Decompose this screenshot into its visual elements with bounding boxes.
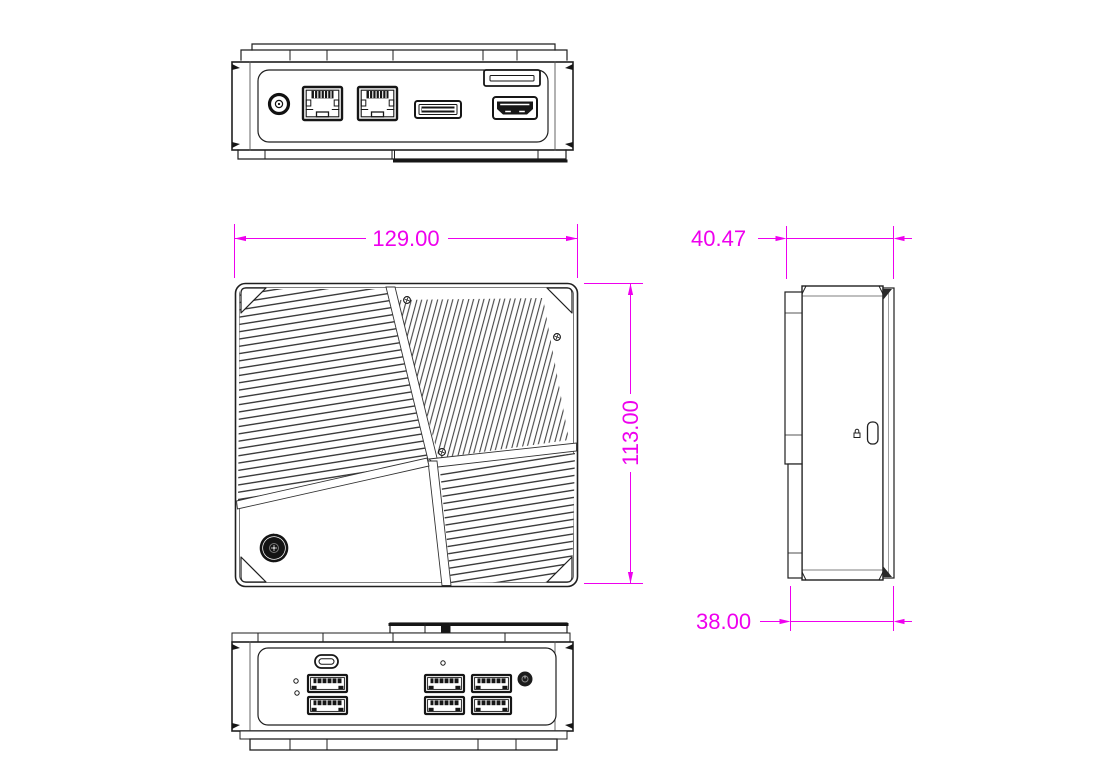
front-bottom-strip — [239, 730, 568, 751]
lock-icon — [853, 428, 861, 438]
usb-c-port — [314, 654, 339, 669]
dimension-top-width: 129.00 — [234, 224, 578, 278]
rear-view — [231, 43, 574, 163]
heatsink-fins-lower-right — [440, 453, 575, 583]
displayport-port — [414, 100, 462, 119]
dimension-side-width: 40.47 — [691, 226, 912, 279]
reset-hole — [440, 660, 446, 666]
rear-bottom-strip — [237, 149, 568, 163]
knurled-knob — [259, 533, 289, 563]
dimension-top-width-value: 129.00 — [372, 226, 439, 251]
dimension-top-depth: 113.00 — [584, 283, 643, 584]
side-view — [784, 285, 895, 581]
dimension-side-base-width-value: 38.00 — [696, 609, 751, 634]
front-view — [231, 622, 574, 751]
dimension-top-depth-value: 113.00 — [618, 400, 643, 466]
divider-bands — [236, 286, 577, 586]
power-led — [293, 678, 299, 684]
rear-top-cover-strip — [240, 43, 568, 61]
hdmi-port — [492, 96, 538, 120]
dimension-side-base-width: 38.00 — [696, 586, 912, 634]
side-front-bezel — [784, 291, 803, 579]
heatsink-fins-upper-left — [238, 289, 428, 503]
power-button — [517, 671, 533, 687]
dc-power-jack — [267, 92, 291, 116]
kensington-lock-slot — [866, 421, 879, 445]
corner-bumpers — [240, 287, 573, 583]
hdd-led — [294, 690, 300, 696]
sd-card-slot — [483, 69, 541, 87]
vent-grille — [395, 298, 569, 458]
top-view — [234, 282, 579, 588]
front-top-strip — [231, 622, 571, 643]
dimension-side-width-value: 40.47 — [691, 226, 746, 251]
